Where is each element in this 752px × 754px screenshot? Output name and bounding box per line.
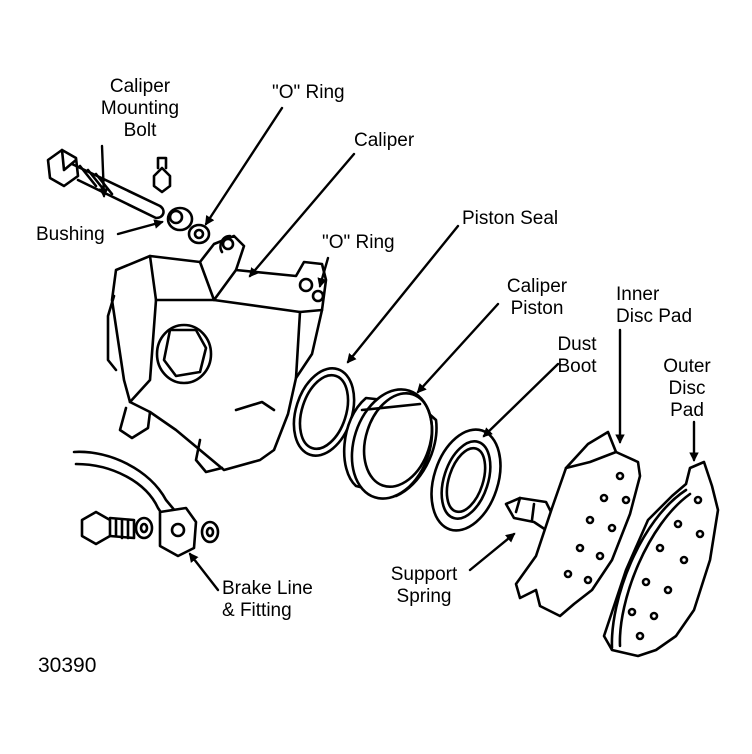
label-bushing: Bushing	[36, 224, 105, 245]
label-line: Mounting	[100, 98, 180, 119]
arrow-o-ring-small	[317, 256, 330, 288]
label-o-ring-small: "O" Ring	[322, 232, 395, 253]
label-line: Caliper	[109, 76, 171, 97]
arrow-caliper-mounting-bolt	[98, 144, 109, 198]
label-line: Disc	[668, 378, 706, 399]
arrow-piston-seal	[346, 224, 460, 364]
brake-line-fitting	[72, 450, 220, 558]
arrow-o-ring-top	[204, 106, 284, 226]
label-brake-line-fitting: Brake Line & Fitting	[222, 578, 313, 622]
label-line: Support	[390, 564, 458, 585]
label-line: Spring	[396, 586, 452, 607]
arrow-bushing	[116, 219, 164, 236]
outer-disc-pad	[602, 460, 720, 658]
o-ring-top	[187, 223, 211, 245]
label-line: Pad	[670, 400, 704, 421]
label-outer-disc-pad: Outer Disc Pad	[656, 356, 718, 422]
label-o-ring-top: "O" Ring	[272, 82, 345, 103]
caliper-piston	[342, 388, 438, 500]
label-inner-disc-pad: Inner Disc Pad	[616, 284, 692, 328]
label-line: Inner	[616, 284, 660, 305]
arrow-caliper	[248, 152, 356, 278]
arrow-brake-line-fitting	[188, 552, 220, 592]
caliper-mounting-bolt	[46, 148, 165, 220]
bleeder-screw	[152, 156, 172, 194]
dust-boot	[430, 428, 502, 532]
label-line: Outer	[663, 356, 711, 377]
figure-number: 30390	[38, 654, 97, 677]
label-caliper-piston: Caliper Piston	[500, 276, 574, 320]
label-piston-seal: Piston Seal	[462, 208, 559, 229]
label-dust-boot: Dust Boot	[548, 334, 606, 378]
label-support-spring: Support Spring	[384, 564, 464, 608]
caliper-body	[106, 234, 328, 474]
o-ring-small	[311, 289, 325, 303]
label-line: & Fitting	[222, 600, 292, 621]
arrow-dust-boot	[482, 362, 560, 438]
label-line: Piston	[510, 298, 564, 319]
label-line: Boot	[557, 356, 597, 377]
arrow-caliper-piston	[416, 302, 500, 394]
label-line: Brake Line	[222, 578, 313, 599]
label-caliper-mounting-bolt: Caliper Mounting Bolt	[88, 76, 192, 142]
label-line: Bolt	[123, 120, 157, 141]
inner-disc-pad	[514, 430, 642, 618]
arrow-support-spring	[468, 532, 516, 572]
label-line: Dust	[557, 334, 597, 355]
label-caliper: Caliper	[354, 130, 415, 151]
leader-arrows	[98, 106, 699, 592]
label-line: Disc Pad	[616, 306, 693, 327]
bushing	[166, 206, 194, 232]
label-line: Caliper	[506, 276, 568, 297]
